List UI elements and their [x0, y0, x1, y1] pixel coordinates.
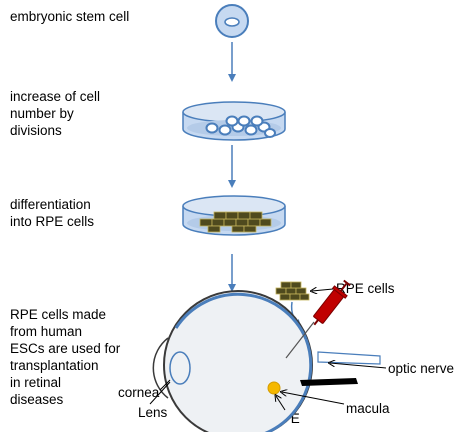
eye-diagram [152, 290, 381, 432]
stem-cell-icon [215, 4, 249, 38]
rpe-cells-pointer [312, 289, 334, 291]
step3-label: differentiation into RPE cells [10, 197, 95, 229]
macula-dot [267, 381, 281, 395]
cornea-pointer [159, 379, 171, 391]
macula-pointer [282, 392, 345, 405]
step1-label: embryonic stem cell [10, 9, 130, 24]
cornea-label: cornea [118, 385, 160, 400]
step4-label: RPE cells made from human ESCs are used … [10, 307, 121, 407]
macula-label: macula [346, 401, 390, 416]
lens-label: Lens [138, 405, 168, 420]
step2-label: increase of cell number by divisions [10, 89, 101, 138]
petri-dish-rpe-cells [182, 195, 286, 236]
rpe-pointer [276, 396, 286, 411]
lens-pointer [149, 381, 171, 405]
optic-nerve-pointer [330, 363, 387, 369]
rpe-cell-cluster [275, 281, 310, 301]
optic-nerve-label: optic nerve [388, 361, 455, 376]
petri-dish-dividing-cells [182, 101, 286, 141]
syringe-icon [285, 279, 351, 359]
